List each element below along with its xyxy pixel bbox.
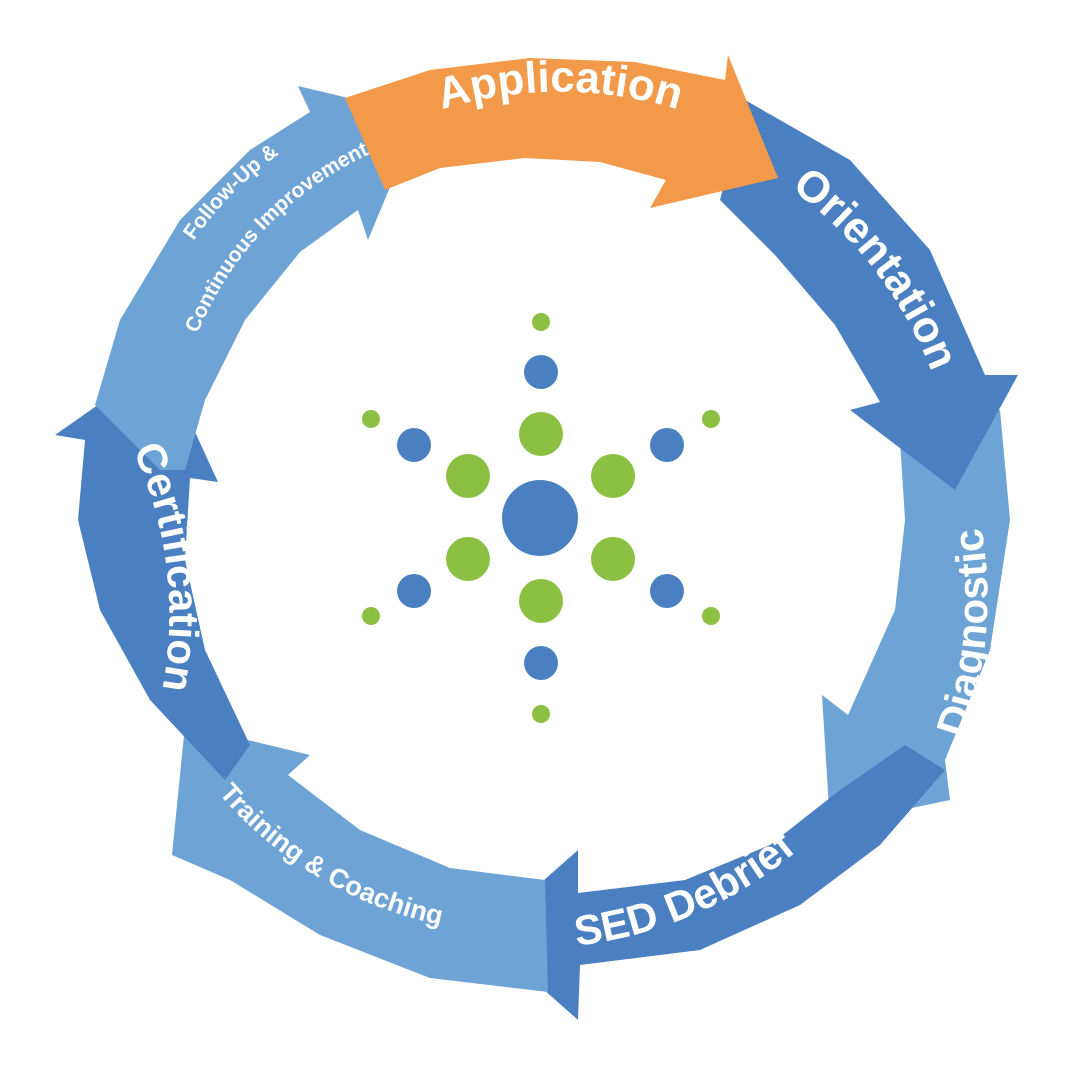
logo-dot-green-small [362, 410, 380, 428]
logo-dot-blue-medium [524, 646, 558, 680]
logo-dot-blue-medium [397, 428, 431, 462]
arrow-certification [55, 360, 250, 780]
logo-dot-blue-medium [650, 428, 684, 462]
logo-dot-green-large [446, 454, 490, 498]
arrow-diagnostic [822, 410, 1010, 825]
logo-dot-green-small [702, 410, 720, 428]
arrow-training [172, 725, 548, 992]
logo-dot-green-small [702, 607, 720, 625]
logo-dot-green-small [532, 313, 550, 331]
arrow-follow-up [95, 86, 420, 470]
arrow-application [345, 55, 778, 208]
arrow-orientation [720, 100, 1018, 490]
starburst-logo [362, 313, 720, 723]
arrow-sed-debrief [482, 745, 945, 1020]
logo-dot-green-large [591, 537, 635, 581]
logo-dot-green-large [519, 412, 563, 456]
logo-dot-green-small [532, 705, 550, 723]
logo-center-dot [502, 480, 578, 556]
logo-dot-green-small [362, 607, 380, 625]
logo-dot-green-large [519, 579, 563, 623]
logo-dot-blue-medium [524, 355, 558, 389]
ring-arrows [55, 55, 1018, 1020]
logo-dot-green-large [446, 537, 490, 581]
logo-dot-blue-medium [650, 574, 684, 608]
logo-dot-blue-medium [397, 574, 431, 608]
logo-dot-green-large [591, 454, 635, 498]
